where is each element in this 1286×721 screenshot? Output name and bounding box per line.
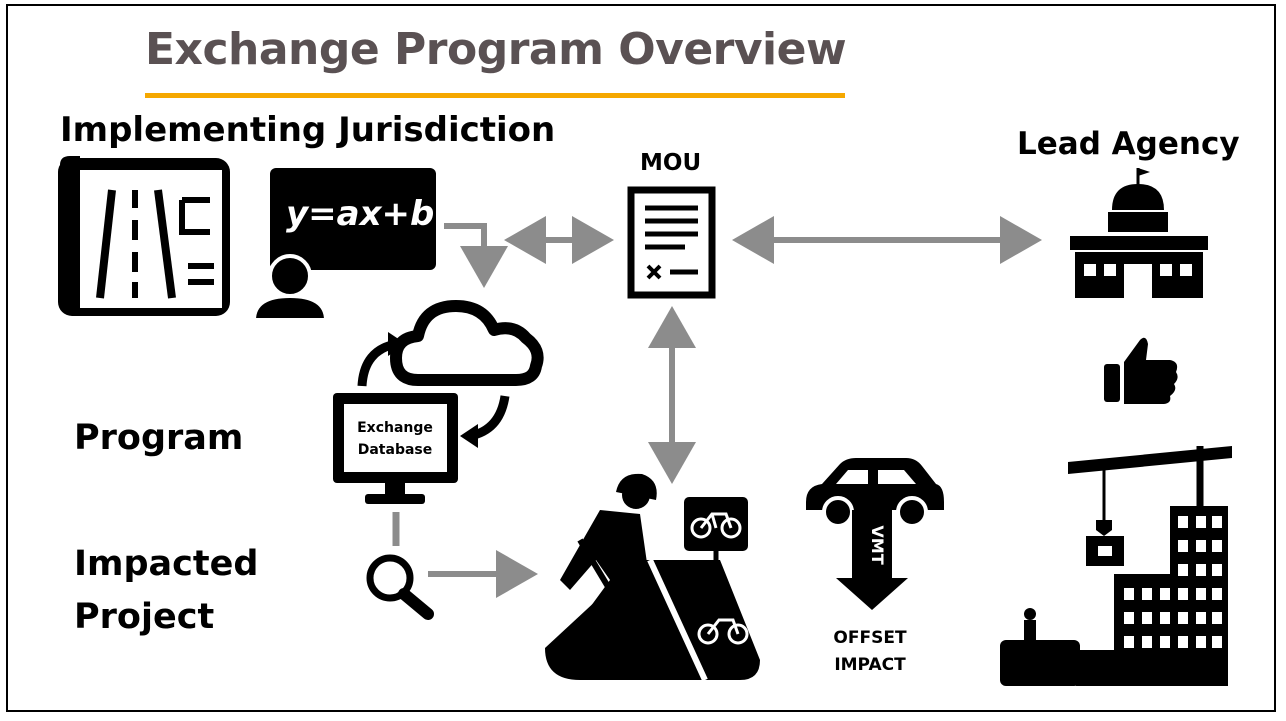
offset-label-line2: IMPACT xyxy=(834,655,906,675)
impacted-label-line1: Impacted xyxy=(74,544,259,584)
database-line1: Exchange xyxy=(357,420,433,436)
implementing-jurisdiction-label: Implementing Jurisdiction xyxy=(60,110,556,150)
exchange-database-monitor-icon: Exchange Database xyxy=(333,393,458,504)
program-label: Program xyxy=(74,418,244,458)
road-plan-icon xyxy=(58,156,230,316)
impacted-label-line2: Project xyxy=(74,597,215,637)
government-building-icon xyxy=(1070,168,1208,298)
slide-title: Exchange Program Overview xyxy=(145,24,847,75)
impacted-project-label: Impacted Project xyxy=(74,538,258,644)
board-to-cloud-arrow xyxy=(444,223,508,288)
title-underline xyxy=(145,93,845,98)
road-worker-icon xyxy=(545,473,760,682)
cloud-sync-icon xyxy=(357,300,544,448)
connector-arrows xyxy=(428,216,1042,598)
equation-text: y=ax+b xyxy=(286,194,434,234)
lead-agency-label: Lead Agency xyxy=(1017,126,1240,162)
construction-crane-icon xyxy=(1000,446,1232,686)
mou-document-icon xyxy=(627,186,716,299)
database-line2: Database xyxy=(358,442,433,458)
thumbs-up-icon xyxy=(1104,337,1178,404)
slide-frame xyxy=(6,4,1276,712)
mou-label: MOU xyxy=(640,150,702,176)
offset-label-line1: OFFSET xyxy=(833,628,907,648)
car-vmt-icon: VMT xyxy=(806,458,944,610)
vmt-text: VMT xyxy=(868,525,887,564)
offset-impact-label: OFFSET IMPACT xyxy=(818,625,922,679)
teacher-board-icon: y=ax+b xyxy=(251,168,436,322)
magnifier-icon xyxy=(366,512,434,620)
